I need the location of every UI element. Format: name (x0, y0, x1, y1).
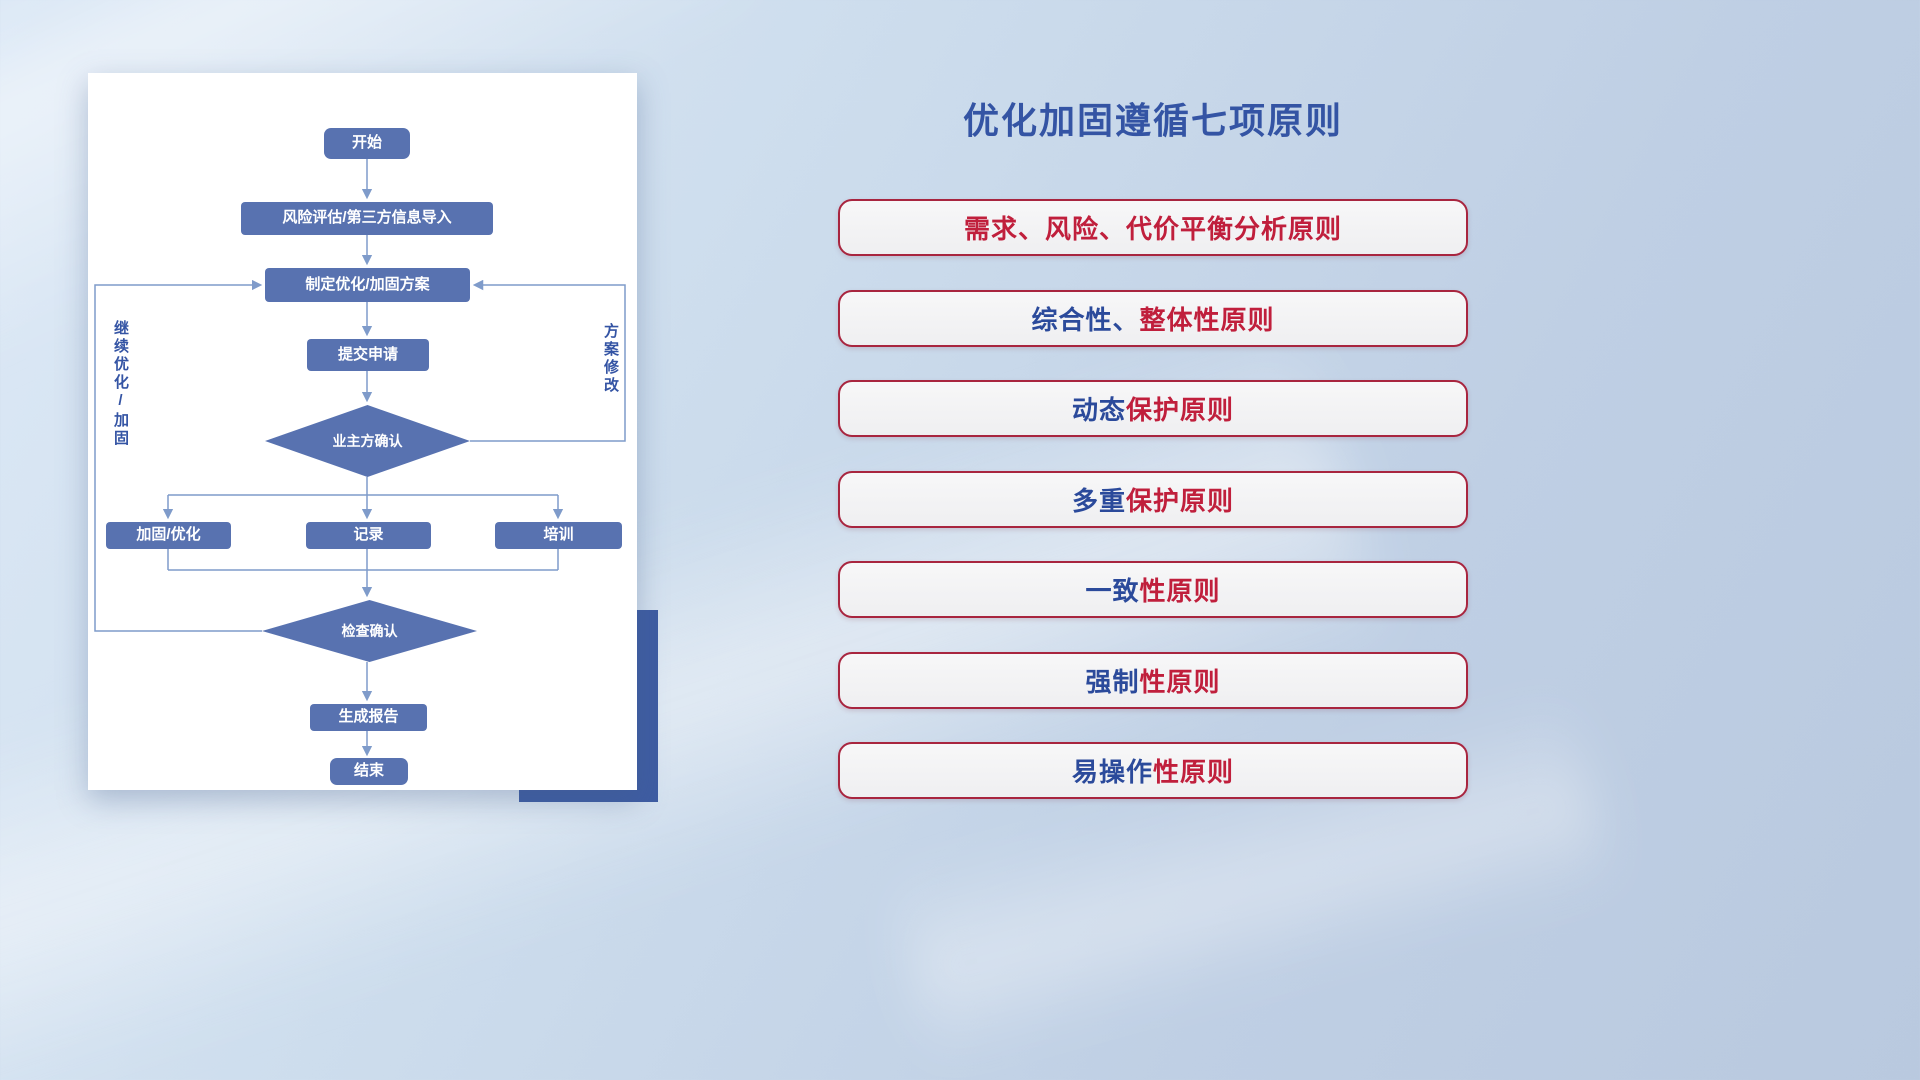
flow-node-submit: 提交申请 (307, 339, 429, 371)
principle-text-segment: 动态 (1071, 395, 1126, 425)
flow-node-record: 记录 (306, 522, 431, 549)
principle-text-segment: 需求、风险、代价平衡分析原则 (963, 214, 1342, 244)
principle-text-segment: 性原则 (1139, 666, 1221, 697)
flowchart-card: 开始 风险评估/第三方信息导入 制定优化/加固方案 提交申请 业主方确认 加固/… (88, 73, 637, 790)
principle-pill: 动态保护原则 (838, 380, 1468, 437)
flow-node-train: 培训 (495, 522, 622, 549)
principle-pill: 一致性原则 (838, 561, 1468, 618)
flow-node-make-plan: 制定优化/加固方案 (265, 268, 470, 302)
page-title: 优化加固遵循七项原则 (962, 100, 1343, 141)
principle-pill: 综合性、整体性原则 (838, 289, 1468, 347)
principle-text-segment: 多重 (1071, 485, 1126, 516)
principle-pill: 强制性原则 (838, 651, 1468, 709)
edge-label-continue-optimize: 继续优化/加固 (112, 320, 129, 448)
principle-text-segment: 一致 (1085, 576, 1140, 606)
principle-text-segment: 性原则 (1139, 576, 1221, 606)
flow-node-start: 开始 (324, 128, 410, 159)
flow-node-risk-import: 风险评估/第三方信息导入 (241, 202, 493, 235)
principle-text-segment: 整体性原则 (1139, 304, 1275, 335)
flow-node-end: 结束 (330, 758, 408, 785)
principles-list: 需求、风险、代价平衡分析原则综合性、整体性原则动态保护原则多重保护原则一致性原则… (838, 199, 1468, 799)
principle-text-segment: 保护原则 (1126, 485, 1235, 516)
flowchart-connectors (94, 159, 626, 757)
flow-node-harden: 加固/优化 (106, 522, 231, 549)
principle-text-segment: 保护原则 (1126, 395, 1235, 425)
principle-text-segment: 性原则 (1153, 757, 1235, 787)
principle-pill: 需求、风险、代价平衡分析原则 (838, 199, 1468, 256)
principle-text-segment: 综合性、 (1031, 304, 1140, 335)
flow-node-report: 生成报告 (310, 704, 427, 731)
principle-pill: 多重保护原则 (838, 470, 1468, 528)
principle-pill: 易操作性原则 (838, 742, 1468, 799)
edge-label-plan-modify: 方案修改 (602, 323, 619, 395)
principle-text-segment: 易操作 (1071, 757, 1153, 787)
principle-text-segment: 强制 (1085, 666, 1140, 697)
